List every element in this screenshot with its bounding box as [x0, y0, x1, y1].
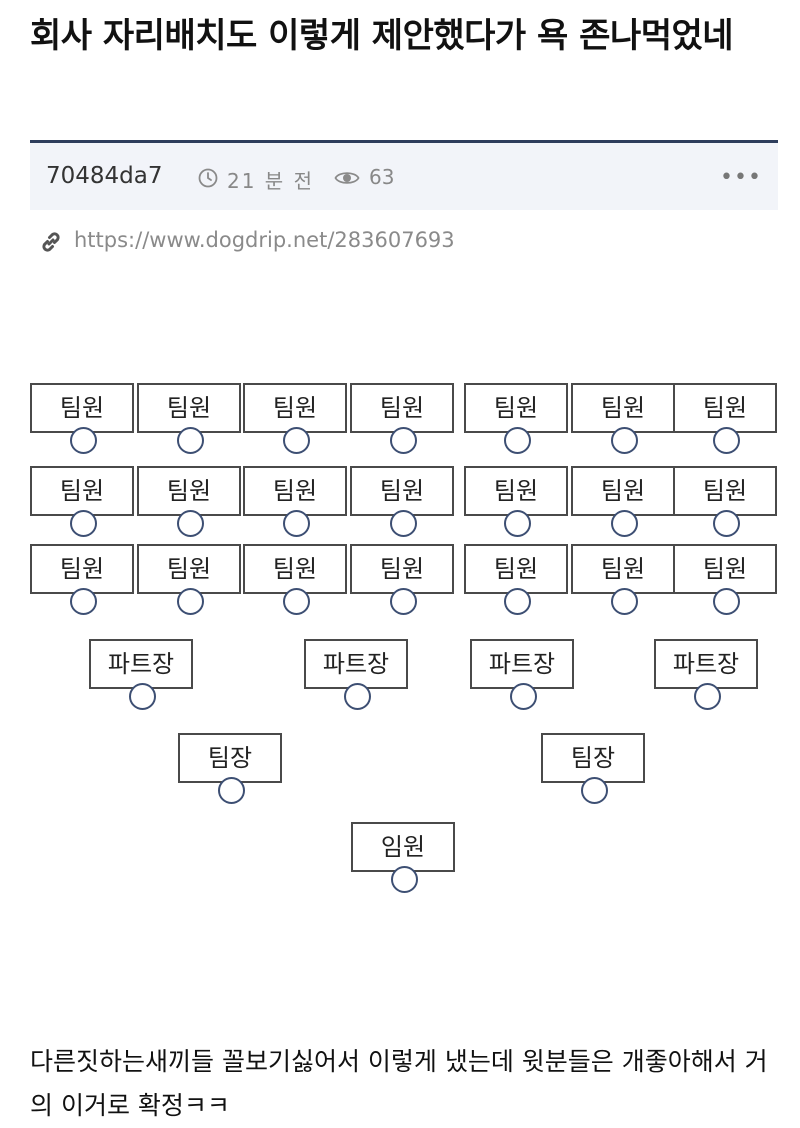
member-seat: 팀원	[137, 544, 241, 615]
chair-icon	[510, 683, 537, 710]
part-leader-seat: 파트장	[470, 639, 574, 710]
desk-label: 팀원	[30, 383, 134, 433]
chair-icon	[283, 588, 310, 615]
part-leader-seat: 파트장	[654, 639, 758, 710]
desk-label: 파트장	[654, 639, 758, 689]
member-seat: 팀원	[137, 383, 241, 454]
member-seat: 팀원	[464, 466, 568, 537]
chair-icon	[713, 510, 740, 537]
desk-label: 팀원	[571, 466, 675, 516]
chair-icon	[611, 510, 638, 537]
chair-icon	[177, 427, 204, 454]
chair-icon	[283, 427, 310, 454]
desk-label: 팀원	[243, 383, 347, 433]
chair-icon	[344, 683, 371, 710]
member-seat: 팀원	[350, 383, 454, 454]
chair-icon	[390, 427, 417, 454]
chair-icon	[611, 427, 638, 454]
desk-label: 임원	[351, 822, 455, 872]
chair-icon	[581, 777, 608, 804]
member-seat: 팀원	[30, 466, 134, 537]
eye-icon	[334, 172, 360, 184]
chair-icon	[70, 588, 97, 615]
member-seat: 팀원	[464, 383, 568, 454]
member-seat: 팀원	[30, 383, 134, 454]
desk-label: 팀원	[137, 544, 241, 594]
member-seat: 팀원	[350, 466, 454, 537]
desk-label: 팀원	[137, 466, 241, 516]
chair-icon	[504, 510, 531, 537]
chair-icon	[504, 588, 531, 615]
member-seat: 팀원	[243, 466, 347, 537]
chair-icon	[70, 510, 97, 537]
link-icon	[42, 232, 60, 252]
chair-icon	[129, 683, 156, 710]
chair-icon	[391, 866, 418, 893]
part-leader-seat: 파트장	[304, 639, 408, 710]
post-time: 21 분 전	[227, 169, 314, 193]
member-seat: 팀원	[571, 466, 675, 537]
desk-label: 팀원	[464, 466, 568, 516]
member-seat: 팀원	[243, 383, 347, 454]
post-meta-bar: 70484da7 21 분 전 63 •••	[30, 140, 778, 210]
chair-icon	[713, 427, 740, 454]
chair-icon	[177, 588, 204, 615]
view-count: 63	[369, 165, 395, 189]
post-url[interactable]: https://www.dogdrip.net/283607693	[74, 228, 455, 252]
chair-icon	[177, 510, 204, 537]
chair-icon	[218, 777, 245, 804]
member-seat: 팀원	[673, 383, 777, 454]
chair-icon	[713, 588, 740, 615]
desk-label: 팀원	[350, 383, 454, 433]
member-seat: 팀원	[30, 544, 134, 615]
desk-label: 팀원	[464, 383, 568, 433]
desk-label: 팀원	[571, 383, 675, 433]
desk-label: 팀원	[137, 383, 241, 433]
desk-label: 팀원	[30, 466, 134, 516]
member-seat: 팀원	[571, 383, 675, 454]
member-seat: 팀원	[137, 466, 241, 537]
post-title: 회사 자리배치도 이렇게 제안했다가 욕 존나먹었네	[30, 16, 734, 56]
chair-icon	[390, 588, 417, 615]
part-leader-seat: 파트장	[89, 639, 193, 710]
desk-label: 팀원	[673, 466, 777, 516]
post-body-text: 다른짓하는새끼들 꼴보기싫어서 이렇게 냈는데 윗분들은 개좋아해서 거의 이거…	[30, 1047, 768, 1120]
desk-label: 파트장	[304, 639, 408, 689]
member-seat: 팀원	[571, 544, 675, 615]
more-dots-icon[interactable]: •••	[720, 165, 762, 190]
desk-label: 파트장	[470, 639, 574, 689]
member-seat: 팀원	[673, 466, 777, 537]
author-name[interactable]: 70484da7	[46, 163, 163, 189]
clock-icon	[198, 168, 218, 188]
chair-icon	[504, 427, 531, 454]
desk-label: 팀원	[243, 466, 347, 516]
chair-icon	[70, 427, 97, 454]
desk-label: 팀원	[571, 544, 675, 594]
desk-label: 팀원	[350, 544, 454, 594]
member-seat: 팀원	[673, 544, 777, 615]
desk-label: 팀원	[243, 544, 347, 594]
member-seat: 팀원	[350, 544, 454, 615]
desk-label: 팀원	[350, 466, 454, 516]
desk-label: 팀원	[673, 544, 777, 594]
chair-icon	[694, 683, 721, 710]
desk-label: 팀원	[30, 544, 134, 594]
desk-label: 파트장	[89, 639, 193, 689]
chair-icon	[390, 510, 417, 537]
team-leader-seat: 팀장	[541, 733, 645, 804]
team-leader-seat: 팀장	[178, 733, 282, 804]
desk-label: 팀장	[541, 733, 645, 783]
desk-label: 팀장	[178, 733, 282, 783]
member-seat: 팀원	[464, 544, 568, 615]
chair-icon	[611, 588, 638, 615]
desk-label: 팀원	[673, 383, 777, 433]
chair-icon	[283, 510, 310, 537]
desk-label: 팀원	[464, 544, 568, 594]
executive-seat: 임원	[351, 822, 455, 893]
member-seat: 팀원	[243, 544, 347, 615]
